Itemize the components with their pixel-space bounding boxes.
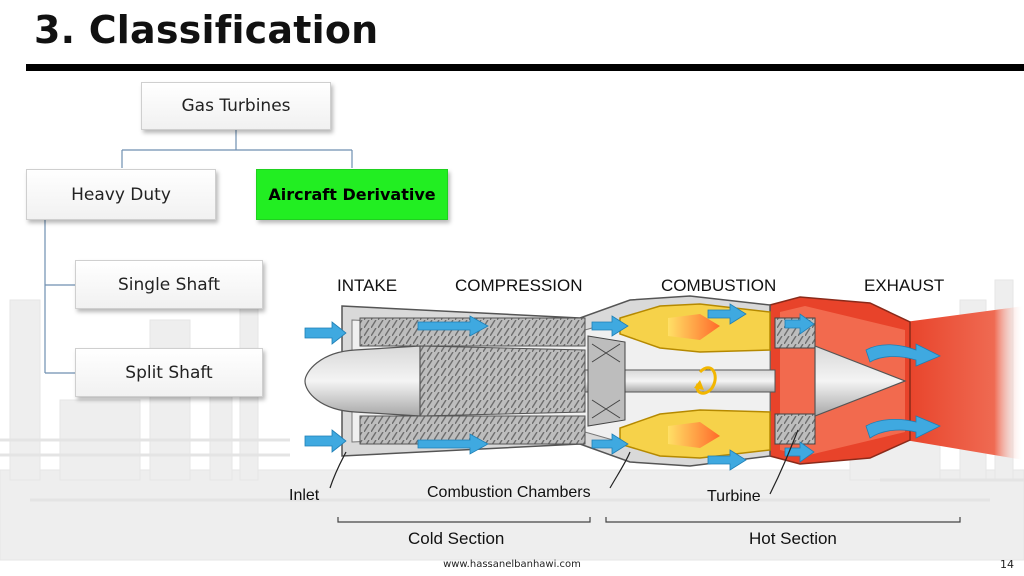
airflow-arrow-icon: [591, 315, 629, 337]
airflow-arrow-icon: [591, 433, 629, 455]
node-heavy-duty: Heavy Duty: [26, 169, 216, 220]
page-number: 14: [1000, 558, 1014, 571]
airflow-arrows: [304, 303, 941, 471]
airflow-arrow-icon: [304, 429, 347, 453]
airflow-arrow-icon: [417, 315, 489, 337]
node-split-shaft: Split Shaft: [75, 348, 263, 397]
airflow-arrow-icon: [865, 343, 941, 367]
callout-combustion-chambers: Combustion Chambers: [427, 484, 591, 501]
stage-label-compression: COMPRESSION: [455, 276, 583, 295]
flame-top: [668, 314, 720, 340]
stage-label-intake: INTAKE: [337, 276, 397, 295]
airflow-arrow-icon: [707, 303, 747, 325]
intake-nose-cone: [304, 345, 421, 417]
exhaust-cone: [814, 345, 907, 417]
airflow-arrow-icon: [304, 321, 347, 345]
stage-label-exhaust: EXHAUST: [864, 276, 944, 295]
airflow-arrow-icon: [707, 449, 747, 471]
node-single-shaft: Single Shaft: [75, 260, 263, 309]
diffuser-block: [587, 335, 626, 427]
callout-turbine: Turbine: [707, 488, 761, 505]
section-brackets: [337, 517, 961, 523]
airflow-arrow-icon: [865, 415, 941, 439]
title-underline: [26, 64, 1024, 71]
airflow-arrow-icon: [417, 433, 489, 455]
section-label-cold: Cold Section: [408, 529, 504, 548]
rotation-arrow-icon: [695, 366, 717, 395]
node-aircraft-derivative: Aircraft Derivative: [256, 169, 448, 220]
turbine-blades-bottom: [774, 413, 816, 445]
callout-air-inlet: Air Inlet: [290, 487, 320, 504]
section-label-hot: Hot Section: [749, 529, 837, 548]
exhaust-plume: [905, 306, 1024, 460]
flame-bottom: [668, 422, 720, 448]
airflow-arrow-icon: [784, 313, 815, 335]
slide-title: 3. Classification: [34, 8, 379, 52]
jet-engine-diagram: INTAKE COMPRESSION COMBUSTION EXHAUST: [290, 276, 1024, 548]
node-gas-turbines: Gas Turbines: [141, 82, 331, 130]
compressor-drum: [419, 345, 586, 417]
stage-label-combustion: COMBUSTION: [661, 276, 776, 295]
footer-website: www.hassanelbanhawi.com: [443, 559, 581, 570]
main-shaft: [584, 369, 776, 393]
